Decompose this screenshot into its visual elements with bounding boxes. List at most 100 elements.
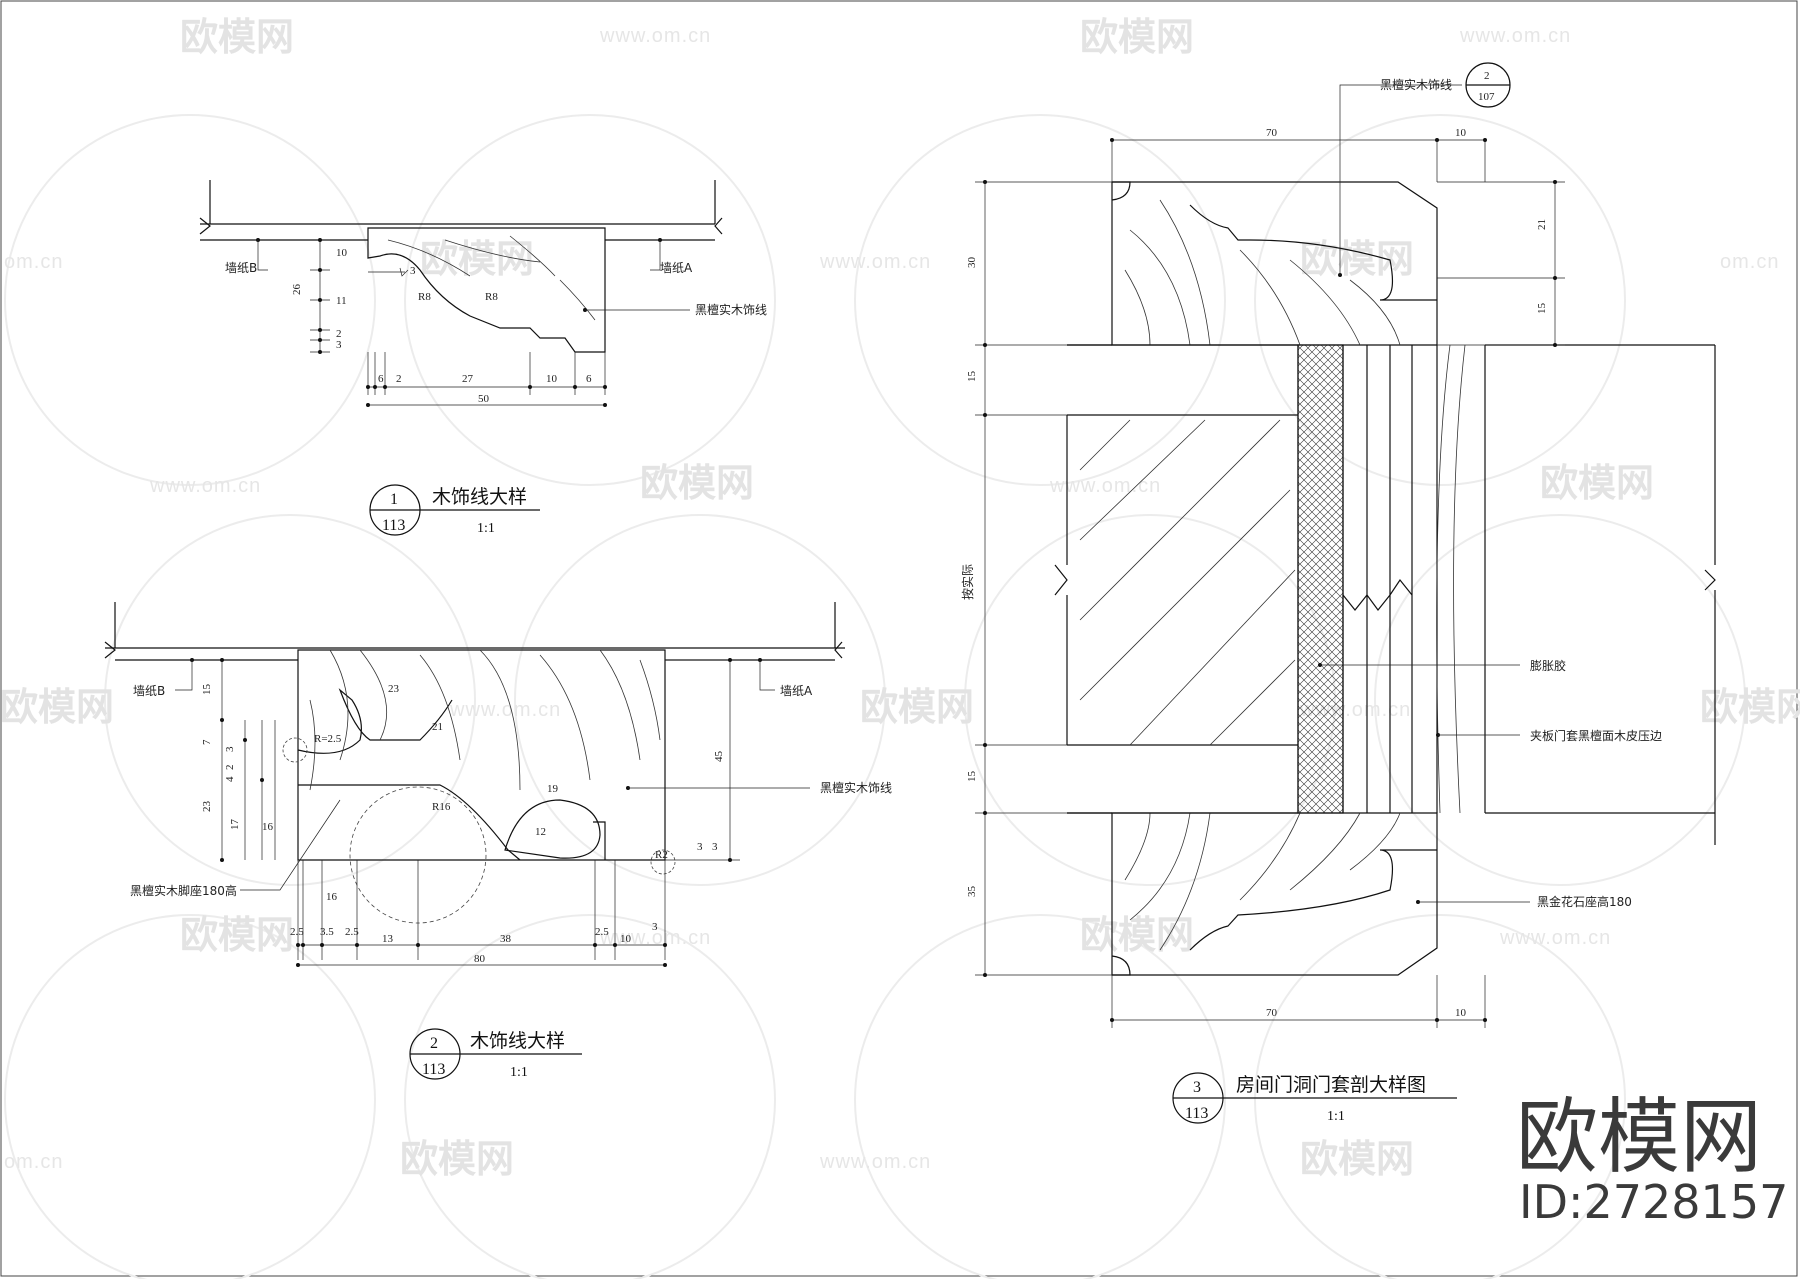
- watermark-url: www.om.cn: [1499, 927, 1611, 949]
- dim-label: 15: [966, 771, 978, 783]
- watermark-url: www.om.cn: [1459, 25, 1571, 47]
- detail-2: 15 7 3 2 4 23 17 16 45 R=2.5 23 R16 12 1…: [104, 602, 892, 1080]
- watermark-brand: 欧模网: [1300, 1137, 1414, 1181]
- watermark-url: www.om.cn: [599, 25, 711, 47]
- dim-label: 11: [336, 295, 347, 307]
- dim-label: 21: [1536, 219, 1548, 230]
- label-base: 黑檀实木脚座180高: [130, 883, 237, 898]
- dim-label: 23: [201, 801, 213, 813]
- brand-mark: 欧模网 ID:2728157: [1516, 1090, 1788, 1229]
- brand-name: 欧模网: [1516, 1090, 1762, 1185]
- watermark-brand: 欧模网: [1700, 685, 1800, 729]
- dim-label: 80: [474, 953, 486, 965]
- watermark-url: www.om.cn: [149, 475, 261, 497]
- label-wall-a: 墙纸A: [780, 684, 813, 698]
- dim-label: R=2.5: [314, 733, 342, 745]
- dim-label: 35: [966, 886, 978, 898]
- dim-label: 2: [396, 373, 402, 385]
- dim-label: 15: [1536, 303, 1548, 315]
- dim-label: 6: [586, 373, 592, 385]
- dim-label: 27: [462, 373, 474, 385]
- brand-id: ID:2728157: [1519, 1175, 1788, 1229]
- dim-label: 7: [201, 739, 213, 745]
- dim-label: 2: [224, 765, 236, 771]
- dim-label: 3: [410, 265, 416, 277]
- dim-label: 16: [326, 891, 338, 903]
- dim-label: 3.5: [320, 926, 334, 938]
- dim-label: R8: [418, 291, 431, 303]
- detail-number: 1: [390, 491, 398, 508]
- detail-title: 房间门洞门套剖大样图: [1236, 1074, 1426, 1096]
- label-material: 黑檀实木饰线: [695, 302, 767, 317]
- dim-label: 3: [224, 746, 236, 752]
- detail-number: 3: [1193, 1079, 1201, 1096]
- callout-label: 黑檀实木饰线: [1380, 77, 1452, 92]
- detail-scale: 1:1: [510, 1065, 528, 1080]
- callout-sheet: 107: [1478, 91, 1495, 103]
- dim-label: 2: [336, 328, 342, 340]
- dim-label: 10: [336, 247, 348, 259]
- dim-label: 45: [713, 751, 725, 763]
- dim-label: 3: [712, 841, 718, 853]
- dim-label: 23: [388, 683, 400, 695]
- dim-label: 17: [229, 819, 241, 831]
- detail-3: 70 10 30 21 15 15 15 35 70 10 按实际 黑檀实木饰线…: [960, 62, 1716, 1124]
- callout-number: 2: [1484, 70, 1490, 82]
- dim-label: 15: [966, 371, 978, 383]
- watermark-brand: 欧模网: [1080, 15, 1194, 59]
- detail-title: 木饰线大样: [470, 1030, 565, 1052]
- label-stone: 黑金花石座高180: [1537, 894, 1632, 909]
- dim-label: 2.5: [345, 926, 359, 938]
- label-vertical: 按实际: [960, 564, 975, 600]
- dim-label: 70: [1266, 127, 1278, 139]
- dim-label: 3: [697, 841, 703, 853]
- dim-label: 4: [224, 776, 236, 782]
- detail-2-title: 2 113 木饰线大样 1:1: [409, 1028, 582, 1080]
- detail-1: 10 26 11 2 3 3 R8 R8 6 2 27 10 6 50 墙纸B …: [199, 180, 767, 536]
- watermark-brand: 欧模网: [640, 461, 754, 505]
- watermark-brand: 欧模网: [420, 237, 534, 281]
- dim-label: 10: [1455, 127, 1467, 139]
- dim-label: R2: [655, 849, 668, 861]
- sheet-number: 113: [1185, 1105, 1208, 1122]
- detail-scale: 1:1: [477, 521, 495, 536]
- sheet-number: 113: [382, 517, 405, 534]
- detail-title: 木饰线大样: [432, 486, 527, 508]
- label-glue: 膨胀胶: [1530, 658, 1566, 673]
- dim-label: R16: [432, 801, 451, 813]
- dim-label: 30: [966, 257, 978, 269]
- label-wall-b: 墙纸B: [133, 684, 165, 698]
- sheet-number: 113: [422, 1061, 445, 1078]
- dim-label: 10: [1455, 1007, 1467, 1019]
- watermark-brand: 欧模网: [1540, 461, 1654, 505]
- detail-number: 2: [430, 1035, 438, 1052]
- label-material: 黑檀实木饰线: [820, 780, 892, 795]
- detail-3-title: 3 113 房间门洞门套剖大样图 1:1: [1172, 1072, 1457, 1124]
- dim-label: 38: [500, 933, 512, 945]
- dim-label: 21: [432, 721, 443, 733]
- dim-label: 2.5: [595, 926, 609, 938]
- watermark-url: www.om.cn: [449, 699, 561, 721]
- watermark-brand: 欧模网: [0, 685, 114, 729]
- dim-label: 70: [1266, 1007, 1278, 1019]
- watermark-url: www.om.cn: [819, 1151, 931, 1173]
- watermark-brand: 欧模网: [1300, 237, 1414, 281]
- detail-1-title: 1 113 木饰线大样 1:1: [369, 484, 540, 536]
- dim-label: 12: [535, 826, 546, 838]
- label-wall-a: 墙纸A: [660, 261, 693, 275]
- dim-label: 3: [336, 339, 342, 351]
- detail-scale: 1:1: [1327, 1109, 1345, 1124]
- dim-label: 15: [201, 684, 213, 696]
- dim-label: 50: [478, 393, 490, 405]
- dim-label: 6: [378, 373, 384, 385]
- dim-label: R8: [485, 291, 498, 303]
- watermark-layer: 欧模网 www.om.cn 欧模网 www.om.cn om.cn 欧模网 ww…: [0, 15, 1800, 1279]
- dim-label: 10: [546, 373, 558, 385]
- watermark-url-short: om.cn: [4, 251, 63, 273]
- dim-label: 2.5: [290, 926, 304, 938]
- dim-label: 13: [382, 933, 394, 945]
- watermark-url: www.om.cn: [1049, 475, 1161, 497]
- watermark-brand: 欧模网: [180, 913, 294, 957]
- label-plywood: 夹板门套黑檀面木皮压边: [1530, 728, 1662, 743]
